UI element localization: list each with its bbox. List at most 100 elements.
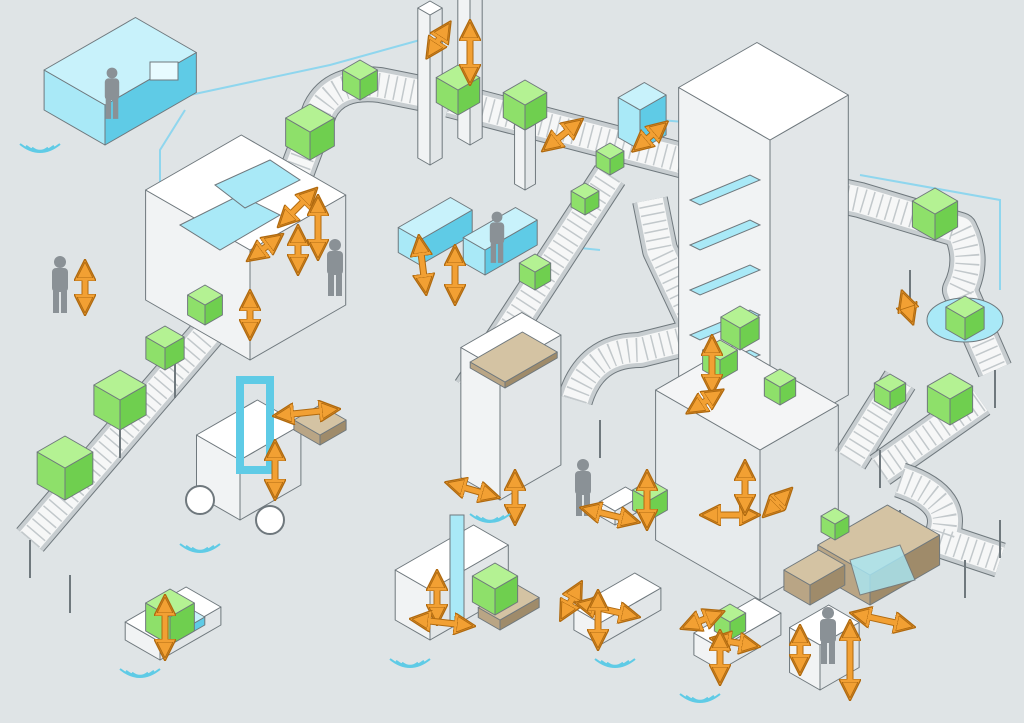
packing-machine-lid [214,159,301,209]
double-arrow [283,410,330,415]
double-arrow [695,395,715,408]
wifi-signal-icon [19,143,61,153]
double-arrow [255,240,275,255]
top-face [763,368,797,388]
leg [61,291,67,313]
leg [490,243,497,263]
green-box [911,187,959,241]
robot-cell [655,344,839,601]
conveyor-rollers [20,322,220,548]
worker [489,211,505,263]
leg [576,494,582,516]
green-box [145,325,185,371]
worker [820,607,836,664]
leg [829,642,835,664]
top-face [617,82,667,111]
wifi-signal-icon [679,693,721,703]
double-arrow [905,300,910,315]
double-arrow [590,510,630,520]
wireless-signals [19,143,721,703]
double-arrow [420,620,465,625]
head [822,607,834,619]
green-box [342,59,378,101]
conveyor-rollers [278,72,433,195]
double-arrow [565,590,577,612]
top-face [417,0,443,16]
worker [52,256,68,313]
torso [489,222,505,244]
wifi-signal-icon [119,668,161,678]
network-line [859,174,1001,290]
top-face [783,549,846,586]
double-arrow [770,495,785,510]
motion-arrows [85,30,910,690]
green-box [926,372,974,426]
conveyor-rollers [895,468,1004,572]
head [106,67,118,79]
pallet [469,331,558,389]
green-box [873,373,907,411]
top-face [145,325,185,349]
wifi-signal-icon [179,543,221,553]
top-face [43,17,197,106]
wifi-signal-icon [594,658,636,668]
worker [327,239,343,296]
storage-shelf [688,219,762,251]
top-face [911,187,959,215]
top-face [570,182,600,200]
torso [327,251,343,275]
network-line [159,109,186,190]
leg [497,243,504,263]
wifi-signal-icon [469,513,511,523]
left-face [514,123,526,191]
leg [328,274,334,296]
pallet [783,549,846,606]
head [491,211,503,223]
double-arrow [432,30,445,50]
green-box [570,182,600,216]
conveyor-rollers [563,197,718,404]
top-face [926,372,974,400]
green-box [820,507,850,541]
green-box [285,103,335,161]
top-face [595,142,625,160]
top-face [469,331,558,383]
wheel [255,505,285,535]
wheel [185,485,215,515]
top-face [873,373,907,393]
worker [104,67,120,119]
left-face [417,7,431,166]
storage-shelf [688,174,762,206]
monitor [149,61,179,81]
green-box [595,142,625,176]
double-arrow [640,128,660,145]
top-face [820,507,850,525]
leg [821,642,827,664]
green-box [945,295,985,341]
green-box [36,435,94,501]
forklift-mast [236,376,274,474]
double-arrow [455,485,490,495]
top-face [945,295,985,319]
green-box [720,305,760,351]
top-face [720,305,760,329]
leg [105,99,112,119]
double-arrow [860,615,905,625]
torso [575,471,591,495]
green-box [93,369,147,431]
pallet-wrap [849,544,916,596]
leg [336,274,342,296]
storage-shelf [688,264,762,296]
double-arrow [550,125,575,145]
conveyor-bed [446,87,1007,376]
reach-truck-mast [449,514,465,626]
double-arrow [690,615,715,625]
top-face [471,562,519,590]
head [577,459,589,471]
top-face [93,369,147,401]
wifi-signal-icon [389,658,431,668]
double-arrow [420,245,425,285]
green-box [471,562,519,616]
top-face [678,42,849,141]
